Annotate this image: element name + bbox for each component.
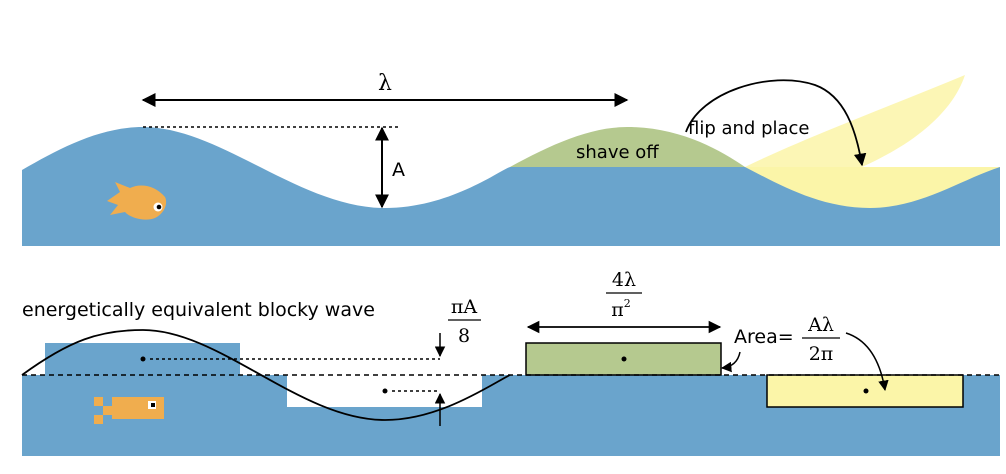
lowered-centroid-dot <box>863 388 869 394</box>
amplitude-label: A <box>392 159 405 181</box>
height-numerator: πA <box>451 296 477 318</box>
wavelength-label: λ <box>378 71 392 96</box>
raised-centroid-dot <box>621 356 627 362</box>
width-numerator: 4λ <box>612 269 636 291</box>
sinusoid-overlay <box>21 329 511 421</box>
placed-trough <box>745 167 1000 208</box>
blocky-fish-icon <box>94 397 164 424</box>
area-arrow-left <box>720 351 741 373</box>
area-arrow-right <box>845 332 889 392</box>
shaved-crest <box>510 127 745 167</box>
area-prefix: Area= <box>734 326 794 348</box>
height-fraction: πA 8 <box>448 296 481 347</box>
shave-off-label: shave off <box>576 142 659 163</box>
height-denominator: 8 <box>458 325 470 347</box>
width-denominator: π2 <box>611 297 631 321</box>
bottom-panel: energetically equivalent blocky wave πA … <box>21 269 1000 456</box>
area-fraction: Aλ 2π <box>802 314 840 365</box>
blocky-water <box>22 343 1000 456</box>
area-numerator: Aλ <box>807 314 834 336</box>
fish-icon <box>107 182 167 220</box>
blocky-wave-title: energetically equivalent blocky wave <box>22 299 375 321</box>
flipped-crest-ghost <box>745 75 965 167</box>
top-panel: λ A shave off flip and place <box>22 71 1000 246</box>
trough-centroid-dot <box>382 388 388 394</box>
wave-water <box>22 127 1000 246</box>
width-fraction: 4λ π2 <box>606 269 642 321</box>
crest-centroid-dot <box>140 356 146 362</box>
area-denominator: 2π <box>809 343 834 365</box>
flip-arrow <box>685 79 867 167</box>
flip-and-place-label: flip and place <box>688 118 810 139</box>
